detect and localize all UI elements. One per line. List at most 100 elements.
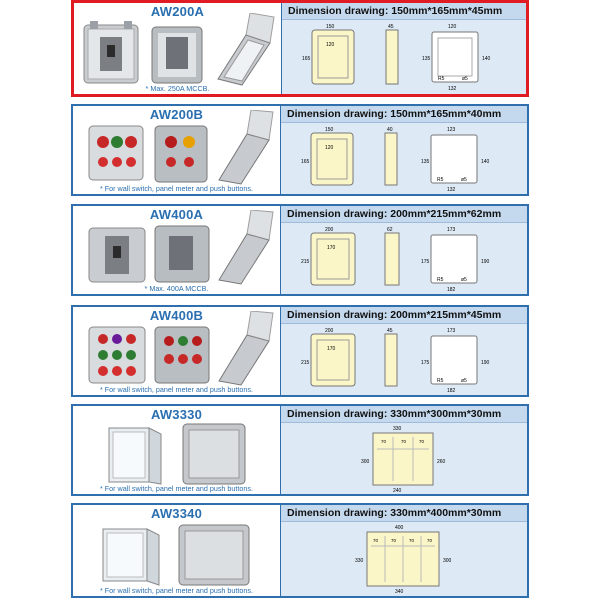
product-photos: AW200B * For wall switch, panel meter an…	[73, 106, 280, 194]
dimension-drawing: 150 120 165 40 123 140 135 132 R5 ø5	[281, 123, 527, 194]
model-name: AW400A	[149, 207, 204, 222]
dim-depth: 45	[387, 328, 393, 334]
dimension-title: Dimension drawing: 150mm*165mm*45mm	[282, 3, 526, 20]
product-card-aw3330[interactable]: AW3330 * For wall switch, panel meter an…	[71, 404, 529, 496]
product-note: * Max. 250A MCCB.	[145, 84, 210, 93]
dim-grid-1: 70	[373, 538, 379, 543]
card-divider	[280, 505, 281, 596]
product-note: * For wall switch, panel meter and push …	[99, 184, 253, 193]
dim-height: 165	[301, 159, 310, 165]
dimension-drawing: 400 70 70 70 70 330 300 340	[281, 522, 527, 596]
product-photos: AW200A * Max. 250A MCCB.	[74, 3, 281, 94]
dimension-section: Dimension drawing: 200mm*215mm*62mm 200 …	[281, 206, 527, 294]
enclosure-buttons-angle-photo	[154, 125, 208, 183]
dimension-drawing-svg: 400 70 70 70 70 330 300 340	[355, 525, 452, 595]
model-name: AW400B	[149, 308, 204, 323]
dim-radius: R5	[437, 177, 444, 183]
dim-base-width: 240	[393, 488, 402, 494]
dim-inner-width: 170	[327, 245, 336, 251]
dim-side-height: 135	[421, 159, 430, 165]
product-card-aw200b[interactable]: AW200B * For wall switch, panel meter an…	[71, 104, 529, 196]
dimension-drawing: 330 70 70 70 300 260 240	[281, 423, 527, 494]
dim-cutout-width: 173	[447, 227, 456, 233]
product-card-aw400b[interactable]: AW400B * For wall switch, panel meter an…	[71, 305, 529, 397]
dim-height: 215	[301, 360, 310, 366]
enclosure-buttons-photo	[88, 125, 144, 181]
dim-cutout-height: 190	[481, 360, 490, 366]
card-divider	[280, 106, 281, 194]
dim-h2: 300	[443, 558, 452, 564]
dim-cutout-height: 140	[482, 56, 491, 62]
enclosure-mccb-photo	[88, 227, 146, 283]
dimension-drawing-svg: 330 70 70 70 300 260 240	[361, 426, 446, 494]
enclosure-lid-photo	[218, 311, 274, 386]
product-card-aw400a[interactable]: AW400A * Max. 400A MCCB. Dimension drawi…	[71, 204, 529, 296]
dim-hole: ø5	[461, 277, 467, 283]
enclosure-door-open-photo	[102, 528, 160, 586]
enclosure-mccb-photo	[83, 21, 139, 84]
dimension-section: Dimension drawing: 150mm*165mm*40mm 150 …	[281, 106, 527, 194]
product-note: * For wall switch, panel meter and push …	[99, 385, 253, 394]
dimension-title: Dimension drawing: 200mm*215mm*45mm	[281, 307, 527, 324]
dimension-drawing: 150 120 165 45 120 140 135 132 R5 ø5	[282, 20, 526, 94]
dim-height: 215	[301, 259, 310, 265]
dim-depth: 45	[388, 24, 394, 30]
card-divider	[280, 206, 281, 294]
dim-outer-width: 400	[395, 525, 404, 531]
dim-grid-4: 70	[427, 538, 433, 543]
product-note: * For wall switch, panel meter and push …	[99, 586, 253, 595]
dim-inner-width: 120	[326, 42, 335, 48]
dimension-drawing-svg: 200 170 215 45 173 190 175 182 R5 ø5	[301, 328, 490, 394]
dimension-section: Dimension drawing: 200mm*215mm*45mm 200 …	[281, 307, 527, 395]
dim-base: 182	[447, 287, 456, 293]
dimension-section: Dimension drawing: 330mm*300mm*30mm 330 …	[281, 406, 527, 494]
enclosure-open-photo	[154, 225, 210, 283]
product-photos: AW400A * Max. 400A MCCB.	[73, 206, 280, 294]
dim-side-height: 135	[422, 56, 431, 62]
product-card-aw3340[interactable]: AW3340 * For wall switch, panel meter an…	[71, 503, 529, 598]
dim-inner-width: 120	[325, 145, 334, 151]
dim-base: 182	[447, 388, 456, 394]
dim-grid-1: 70	[381, 439, 387, 444]
dim-h2: 260	[437, 459, 446, 465]
dim-cutout-height: 190	[481, 259, 490, 265]
dim-base-width: 340	[395, 589, 404, 595]
dim-base: 132	[448, 86, 457, 92]
card-divider	[281, 3, 282, 94]
product-note: * For wall switch, panel meter and push …	[99, 484, 253, 493]
product-card-aw200a[interactable]: AW200A * Max. 250A MCCB. Dimension drawi…	[71, 0, 529, 97]
dim-radius: R5	[437, 378, 444, 384]
dim-cutout-width: 123	[447, 127, 456, 133]
dim-side-height: 175	[421, 259, 430, 265]
dim-grid-2: 70	[401, 439, 407, 444]
dim-radius: R5	[438, 76, 445, 82]
dim-grid-2: 70	[391, 538, 397, 543]
dimension-section: Dimension drawing: 330mm*400mm*30mm 400 …	[281, 505, 527, 596]
dim-base: 132	[447, 187, 456, 193]
dimension-title: Dimension drawing: 150mm*165mm*40mm	[281, 106, 527, 123]
dim-hole: ø5	[461, 378, 467, 384]
dimension-title: Dimension drawing: 200mm*215mm*62mm	[281, 206, 527, 223]
enclosure-closed-photo	[178, 524, 250, 586]
dim-front-width: 150	[326, 24, 335, 30]
dim-height: 300	[361, 459, 370, 465]
dim-inner-width: 170	[327, 346, 336, 352]
dim-front-width: 200	[325, 328, 334, 334]
dim-depth: 40	[387, 127, 393, 133]
dim-cutout-height: 140	[481, 159, 490, 165]
dim-grid-3: 70	[419, 439, 425, 444]
model-name: AW200A	[150, 4, 205, 19]
dim-hole: ø5	[461, 177, 467, 183]
enclosure-buttons-photo	[88, 326, 146, 384]
dim-height: 165	[302, 56, 311, 62]
dim-outer-width: 330	[393, 426, 402, 432]
dim-grid-3: 70	[409, 538, 415, 543]
enclosure-closed-photo	[182, 423, 246, 485]
dimension-drawing-svg: 200 170 215 62 173 190 175 182 R5 ø5	[301, 227, 490, 293]
dimension-section: Dimension drawing: 150mm*165mm*45mm 150 …	[282, 3, 526, 94]
dim-front-width: 200	[325, 227, 334, 233]
enclosure-open-photo	[151, 26, 203, 84]
dim-cutout-width: 173	[447, 328, 456, 334]
card-divider	[280, 307, 281, 395]
enclosure-lid-photo	[218, 210, 274, 285]
